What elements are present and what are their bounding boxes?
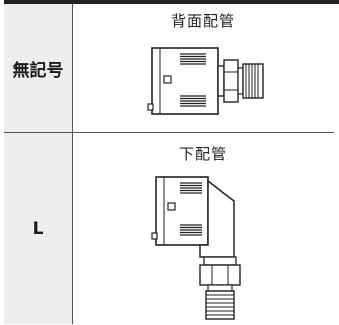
row-code-cell: L bbox=[4, 133, 72, 324]
row-title: 下配管 bbox=[178, 145, 227, 163]
table-row: L 下配管 bbox=[4, 133, 334, 324]
row-title: 背面配管 bbox=[170, 12, 235, 30]
table-body: 無記号 背面配管 bbox=[4, 4, 334, 324]
bottom-piping-illustration bbox=[151, 176, 241, 320]
row-content-cell: 背面配管 bbox=[72, 4, 334, 133]
row-divider bbox=[4, 132, 334, 133]
row-code-label: L bbox=[32, 218, 44, 239]
table-top-rule bbox=[4, 0, 339, 4]
table-row: 無記号 背面配管 bbox=[4, 4, 334, 133]
row-code-label: 無記号 bbox=[12, 61, 64, 81]
rear-piping-illustration bbox=[147, 47, 264, 115]
row-code-cell: 無記号 bbox=[4, 4, 72, 133]
column-divider bbox=[72, 4, 73, 324]
row-content-cell: 下配管 bbox=[72, 133, 334, 324]
